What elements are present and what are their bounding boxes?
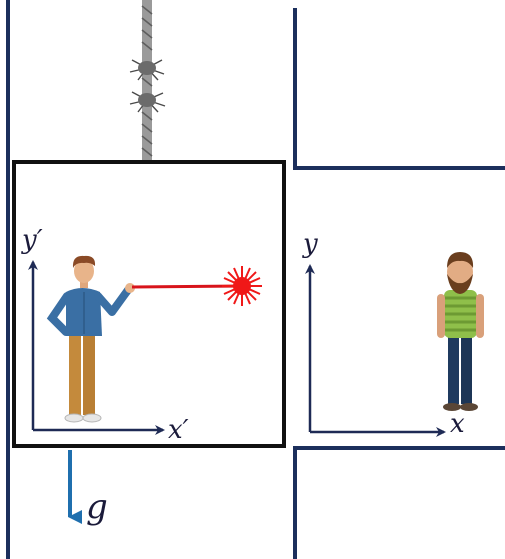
frayed-rope-icon xyxy=(129,0,166,165)
bearded-man-standing-icon xyxy=(437,252,484,411)
man-pointing-laser-icon xyxy=(46,255,135,423)
lower-right-wall xyxy=(293,446,505,559)
gravity-label: g xyxy=(86,487,108,527)
ground-axes xyxy=(305,264,446,437)
elevator-axes xyxy=(28,260,165,435)
elevator-car xyxy=(12,160,286,448)
laser-burst-icon xyxy=(222,266,262,306)
ground-y-axis-label: y xyxy=(302,229,318,259)
upper-right-wall xyxy=(293,8,505,170)
elevator-y-axis-label: y′ xyxy=(21,225,43,255)
elevator-x-axis-label: x′ xyxy=(168,415,189,445)
shaft-walls xyxy=(6,0,505,559)
ground-x-axis-label: x xyxy=(450,409,465,439)
